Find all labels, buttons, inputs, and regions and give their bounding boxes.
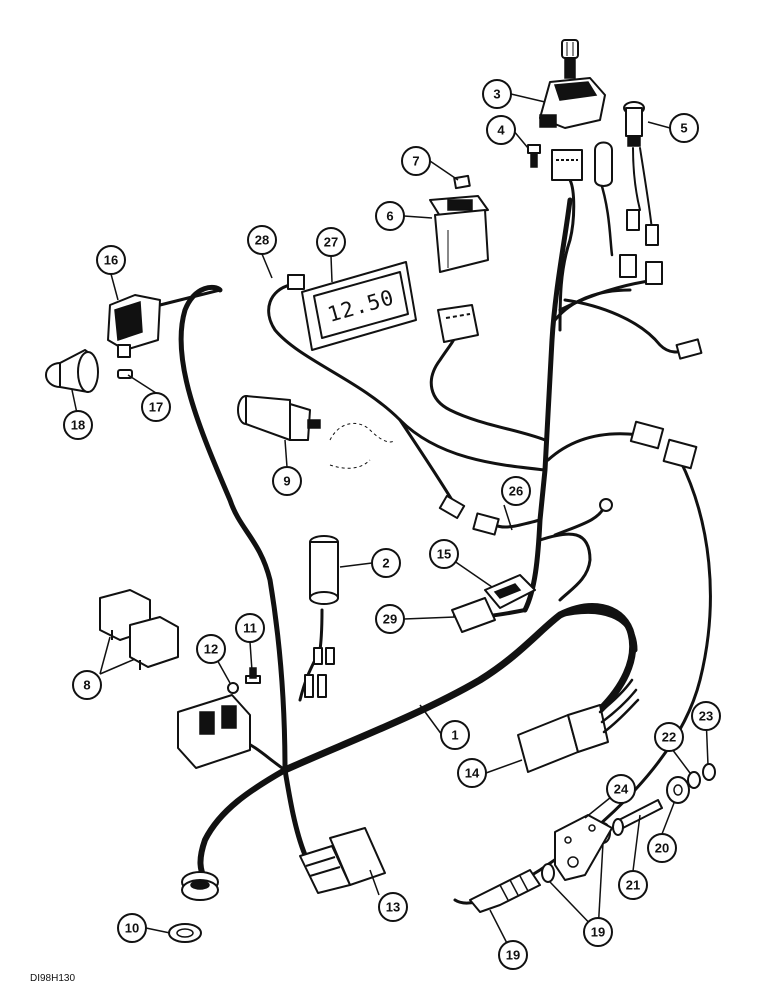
callout-label: 9 [283, 474, 290, 489]
callout-label: 18 [71, 418, 85, 433]
relays [99, 589, 179, 670]
callout-label: 22 [662, 730, 676, 745]
callout-label: 29 [383, 612, 397, 627]
callout: 6 [375, 201, 405, 231]
callout: 20 [647, 833, 677, 863]
callout-label: 4 [497, 123, 505, 138]
mounting-bracket [554, 814, 613, 881]
callout-label: 20 [655, 841, 669, 856]
callout: 2 [371, 548, 401, 578]
cigar-lighter [237, 395, 321, 441]
connector-13 [299, 827, 386, 894]
callout: 9 [272, 466, 302, 496]
capacitor [309, 535, 339, 665]
nut [702, 763, 716, 781]
callout-label: 12 [204, 642, 218, 657]
callout: 15 [429, 539, 459, 569]
cigar-lighter-dashed-wires [329, 422, 396, 469]
bolt [612, 799, 663, 836]
callout-label: 1 [451, 728, 458, 743]
connector-26 [472, 512, 500, 536]
fuse-terminals [304, 674, 327, 698]
callout-label: 14 [465, 766, 480, 781]
joystick-switch [539, 39, 613, 187]
light-switch [107, 294, 161, 358]
callout: 4 [486, 115, 516, 145]
small-screw [245, 667, 261, 684]
callout-label: 24 [614, 782, 629, 797]
callout-label: 10 [125, 921, 139, 936]
callout-label: 5 [680, 121, 687, 136]
ring-terminal [599, 498, 613, 512]
callout-label: 19 [591, 925, 605, 940]
connector-29 [451, 597, 496, 633]
plug-connector-15 [484, 574, 536, 609]
screw [527, 144, 541, 168]
callout: 19 [498, 940, 528, 970]
callout: 12 [196, 634, 226, 664]
callout-label: 7 [412, 154, 419, 169]
callout: 10 [117, 913, 147, 943]
callout: 18 [63, 410, 93, 440]
callout-label: 3 [493, 87, 500, 102]
callout: 11 [235, 613, 265, 643]
relay-socket [177, 694, 251, 769]
callout-label: 23 [699, 709, 713, 724]
callout: 16 [96, 245, 126, 275]
callout: 27 [316, 227, 346, 257]
callout-label: 26 [509, 484, 523, 499]
callout: 22 [654, 722, 684, 752]
right-connector-block [629, 420, 698, 470]
callout: 29 [375, 604, 405, 634]
sensor [469, 869, 541, 913]
callout-label: 17 [149, 400, 163, 415]
warning-lamp [623, 101, 659, 246]
callout: 17 [141, 392, 171, 422]
reference-code: DI98H130 [30, 973, 76, 984]
callout-label: 8 [83, 678, 90, 693]
rocker-switch [429, 195, 489, 273]
small-nut [227, 682, 239, 694]
callout: 19 [583, 917, 613, 947]
callout: 21 [618, 870, 648, 900]
washer [687, 771, 701, 789]
callout-label: 21 [626, 878, 640, 893]
callout: 1 [440, 720, 470, 750]
callout: 7 [401, 146, 431, 176]
round-connector [181, 871, 219, 901]
callout: 8 [72, 670, 102, 700]
multi-pin-connector [551, 149, 583, 181]
digital-display: 12.50 [301, 261, 417, 351]
callout-label: 11 [243, 621, 257, 636]
connector-14 [517, 678, 640, 773]
lighter-plug [438, 494, 466, 520]
callout-label: 6 [386, 209, 393, 224]
harness-wires [158, 147, 712, 905]
sensor-washer [541, 863, 555, 883]
callout-label: 13 [386, 900, 400, 915]
round-connector-nut [168, 923, 202, 943]
rocker-switch-connector [437, 304, 479, 343]
callout-label: 15 [437, 547, 451, 562]
callout: 23 [691, 701, 721, 731]
callout-label: 16 [104, 253, 118, 268]
callout-label: 2 [382, 556, 389, 571]
callout: 3 [482, 79, 512, 109]
spacer [666, 776, 690, 804]
callout: 28 [247, 225, 277, 255]
callout: 14 [457, 758, 487, 788]
callout: 24 [606, 774, 636, 804]
plug-pair-right [619, 254, 703, 360]
switch-lens [453, 174, 471, 190]
callout-label: 19 [506, 948, 520, 963]
callout-label: 28 [255, 233, 269, 248]
callout-label: 27 [324, 235, 338, 250]
callout: 5 [669, 113, 699, 143]
switch-knob [45, 349, 99, 393]
callout: 26 [501, 476, 531, 506]
callout: 13 [378, 892, 408, 922]
display-connector [287, 274, 305, 290]
